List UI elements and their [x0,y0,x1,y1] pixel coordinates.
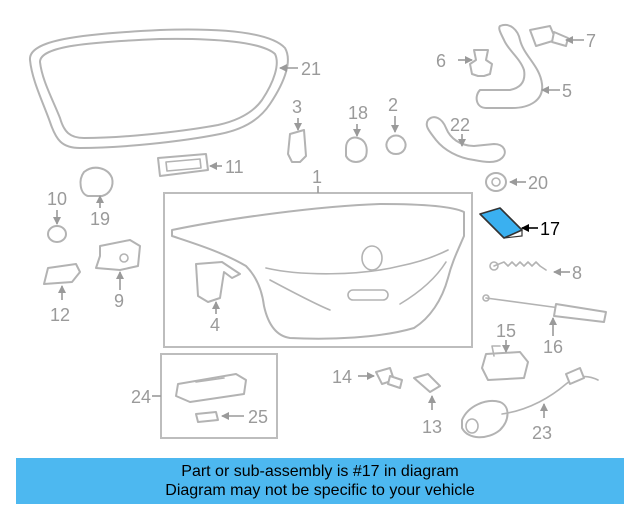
part-9-latch[interactable] [95,239,141,271]
part-13-clip[interactable] [413,373,441,393]
callout-23[interactable]: 23 [532,423,552,443]
part-3-bracket[interactable] [287,129,307,163]
part-14-bolt[interactable] [375,367,403,389]
part-24-handle[interactable] [175,373,247,403]
part-23-camera[interactable] [461,367,599,439]
part-11-plate[interactable] [157,153,209,177]
callout-2[interactable]: 2 [388,95,398,115]
part-12-bracket[interactable] [43,263,81,285]
part-15-lamp[interactable] [481,345,529,381]
part-22-hinge[interactable] [425,116,506,163]
part-5-hinge[interactable] [475,24,544,109]
callout-16[interactable]: 16 [543,337,563,357]
info-banner-bg [16,458,624,504]
part-18-bumper[interactable] [345,136,368,163]
callout-5[interactable]: 5 [562,81,572,101]
callout-25[interactable]: 25 [248,407,268,427]
part-10-plug[interactable] [47,225,67,243]
callout-12[interactable]: 12 [50,305,70,325]
callout-9[interactable]: 9 [114,291,124,311]
callout-17[interactable]: 17 [540,219,560,239]
callout-3[interactable]: 3 [292,97,302,117]
callout-18[interactable]: 18 [348,103,368,123]
callout-1[interactable]: 1 [312,167,322,187]
callout-7[interactable]: 7 [586,31,596,51]
callout-13[interactable]: 13 [422,417,442,437]
callout-20[interactable]: 20 [528,173,548,193]
banner-line-2: Diagram may not be specific to your vehi… [165,482,475,499]
callout-8[interactable]: 8 [572,263,582,283]
callout-15[interactable]: 15 [496,321,516,341]
part-25-bulb[interactable] [195,411,219,423]
callout-14[interactable]: 14 [332,367,352,387]
callout-19[interactable]: 19 [90,209,110,229]
part-16-strut[interactable] [482,294,607,323]
part-6-clip[interactable] [469,49,493,77]
callout-11[interactable]: 11 [225,157,244,177]
callout-4[interactable]: 4 [210,315,220,335]
part-8-spring[interactable] [489,261,547,271]
part-17-pad[interactable] [479,207,523,239]
callout-24[interactable]: 24 [131,387,151,407]
part-21-weatherstrip[interactable] [28,28,289,149]
callout-21[interactable]: 21 [301,59,321,79]
part-7-screw[interactable] [529,25,569,47]
banner-line-1: Part or sub-assembly is #17 in diagram [181,463,459,480]
callout-6[interactable]: 6 [436,51,446,71]
callout-10[interactable]: 10 [47,189,67,209]
info-banner: Part or sub-assembly is #17 in diagram D… [16,458,624,504]
callout-22[interactable]: 22 [450,115,470,135]
part-2-stopper[interactable] [385,134,407,155]
part-19-cover[interactable] [79,166,114,197]
part-4-lock[interactable] [195,261,241,303]
part-1-trunk-lid[interactable] [171,203,465,340]
part-20-grommet[interactable] [485,172,507,192]
